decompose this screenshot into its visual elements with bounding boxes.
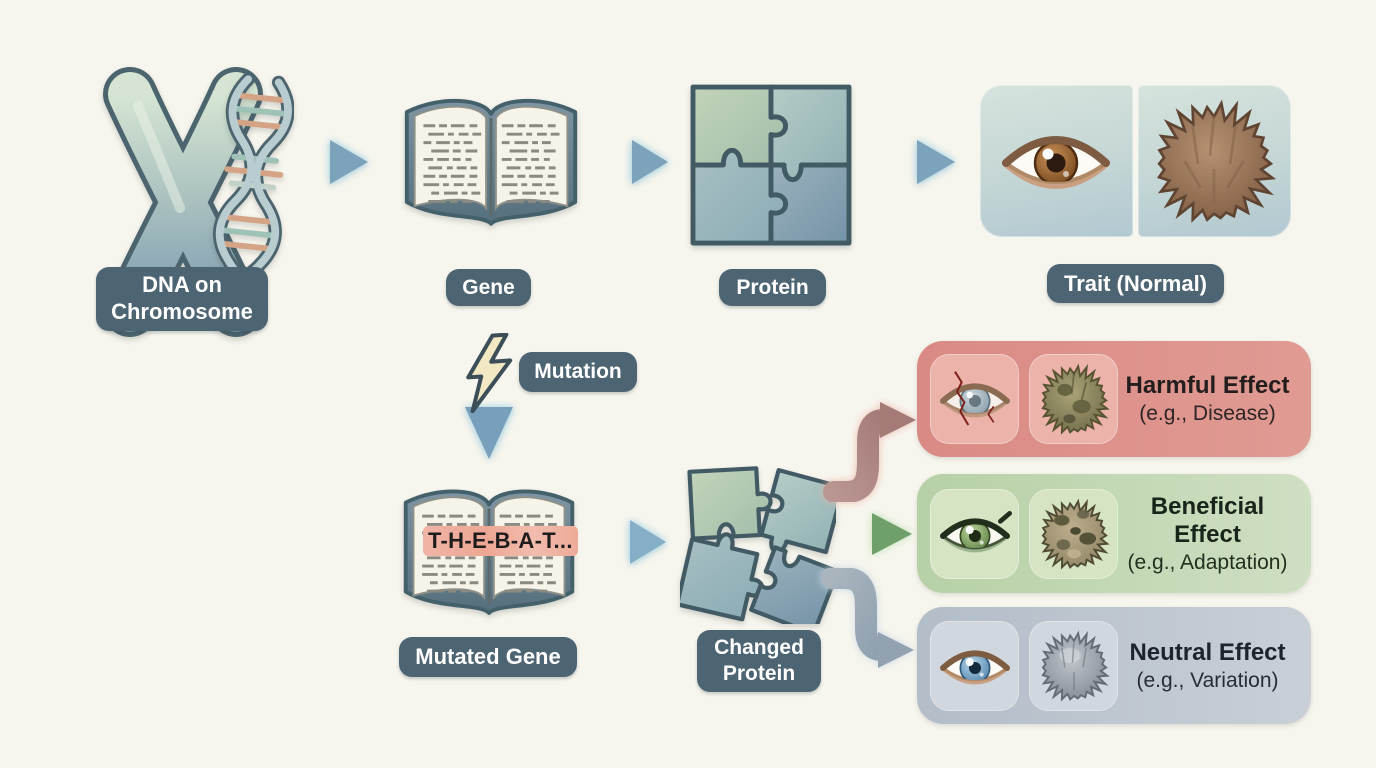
beneficial-tiles [930,488,1118,579]
harmful-eye-tile [930,354,1019,444]
harmful-subtitle: (e.g., Disease) [1139,402,1276,425]
gene-label: Gene [446,269,531,306]
neutral-subtitle: (e.g., Variation) [1136,668,1279,692]
changed-protein-puzzle-icon [680,466,836,624]
trait-normal-label: Trait (Normal) [1047,264,1224,303]
mutated-gene-label: Mutated Gene [399,637,577,677]
sickly-olive-fur-icon [1040,363,1110,435]
curved-arrow-up-icon [823,402,916,502]
right-arrow-icon [596,140,668,184]
mutated-sequence-text: T-H-E-B-A-T... [423,526,578,556]
neutral-text: Neutral Effect (e.g., Variation) [1118,639,1301,693]
harmful-title: Harmful Effect [1125,372,1290,399]
protein-label: Protein [719,269,826,306]
camouflage-fur-icon [1040,498,1110,570]
brown-eye-icon [1002,136,1110,189]
straight-arrow-icon [826,513,912,555]
dna-helix-icon [213,72,294,290]
changed-protein-label: Changed Protein [697,630,821,692]
gray-fur-icon [1040,630,1110,702]
brown-fur-icon [1156,99,1277,223]
neutral-title: Neutral Effect [1129,638,1286,666]
dna-chromosome-label: DNA on Chromosome [96,267,268,331]
harmful-text: Harmful Effect (e.g., Disease) [1118,372,1301,426]
harmful-fur-tile [1029,354,1118,444]
neutral-tiles [930,620,1118,711]
gene-book-icon [404,98,578,226]
neutral-effect-card: Neutral Effect (e.g., Variation) [917,607,1311,724]
beneficial-eye-tile [930,488,1019,579]
green-eye-icon [939,510,1012,552]
curved-arrow-down-icon [821,568,914,668]
beneficial-text: Beneficial Effect (e.g., Adaptation) [1118,493,1301,575]
blue-eye-icon [939,650,1010,684]
right-arrow-icon [875,140,955,184]
right-arrow-icon [594,520,666,564]
neutral-eye-tile [930,620,1019,711]
harmful-tiles [930,354,1118,444]
protein-puzzle-icon [690,84,852,246]
neutral-fur-tile [1029,620,1118,711]
beneficial-effect-card: Beneficial Effect (e.g., Adaptation) [917,474,1311,593]
beneficial-title: Beneficial Effect [1150,492,1265,548]
mutation-label: Mutation [519,352,637,392]
beneficial-subtitle: (e.g., Adaptation) [1127,550,1288,574]
right-arrow-icon [288,140,368,184]
damaged-gray-eye-icon [939,371,1010,426]
lightning-bolt-icon [466,333,513,414]
harmful-effect-card: Harmful Effect (e.g., Disease) [917,341,1311,457]
beneficial-fur-tile [1029,488,1118,579]
